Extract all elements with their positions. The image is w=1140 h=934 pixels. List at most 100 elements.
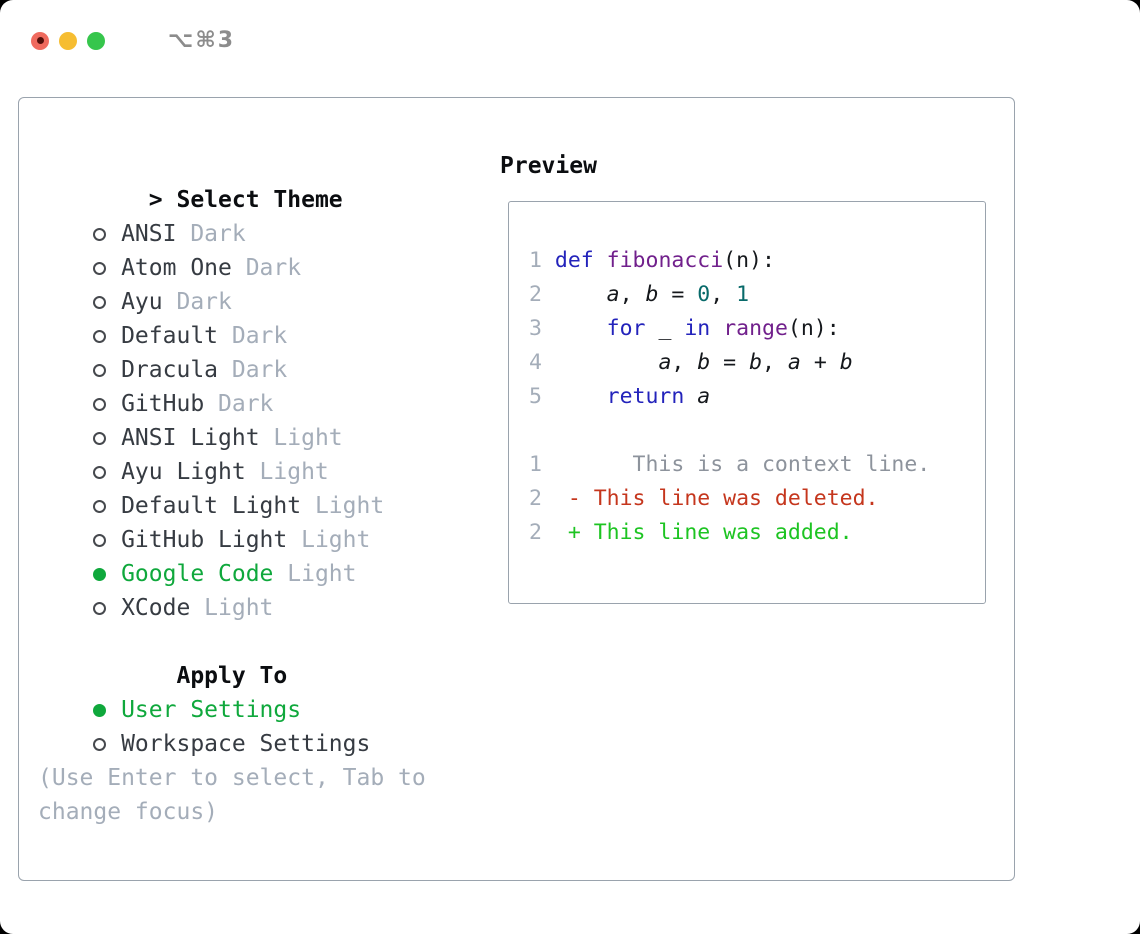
select-theme-title: Select Theme <box>176 187 343 213</box>
preview-line-6 <box>529 414 985 448</box>
radio-icon <box>93 465 107 479</box>
radio-icon <box>93 737 107 751</box>
preview-title: Preview <box>500 153 597 179</box>
maximize-button[interactable] <box>87 31 105 50</box>
theme-item-label: ANSI Light <box>121 425 260 451</box>
theme-item-label: Google Code <box>121 561 274 587</box>
theme-item-github[interactable]: GitHub Dark <box>38 353 426 417</box>
theme-item-label: Atom One <box>121 255 232 281</box>
radio-icon <box>93 363 107 377</box>
code-segment-lit: 0 <box>697 282 711 307</box>
code-segment-var: b <box>839 350 853 375</box>
radio-icon <box>93 397 107 411</box>
line-number: 1 <box>529 248 542 273</box>
code-segment-var: a <box>606 282 620 307</box>
apply-option-workspace-settings[interactable]: Workspace Settings <box>38 693 426 757</box>
theme-item-ansi-light[interactable]: ANSI Light Light <box>38 387 426 451</box>
radio-icon <box>93 567 107 581</box>
code-segment-pln: _ <box>645 316 685 341</box>
code-segment-pln: = <box>658 282 698 307</box>
preview-line-9: 2 + This line was added. <box>529 516 985 550</box>
code-segment-var: a <box>697 384 711 409</box>
apply-to-header: Apply To <box>38 625 426 689</box>
theme-item-variant: Light <box>204 595 274 621</box>
line-number: 3 <box>529 316 542 341</box>
code-segment-var: b <box>749 350 763 375</box>
code-segment-pln <box>555 282 607 307</box>
theme-item-variant: Light <box>259 459 329 485</box>
theme-item-variant: Light <box>287 561 357 587</box>
preview-line-5: 5 return a <box>529 380 985 414</box>
theme-item-variant: Dark <box>231 357 288 383</box>
code-segment-var: b <box>645 282 659 307</box>
theme-item-variant: Dark <box>190 221 246 247</box>
code-segment-pln: (n): <box>723 248 775 273</box>
apply-to-options: User Settings Workspace Settings <box>38 659 426 757</box>
apply-to-title: Apply To <box>176 663 288 689</box>
code-segment-var: a <box>787 350 801 375</box>
theme-item-label: XCode <box>121 595 191 621</box>
theme-item-label: Ayu <box>121 289 163 315</box>
code-segment-pln <box>555 384 607 409</box>
theme-item-google-code[interactable]: Google Code Light <box>38 523 426 587</box>
theme-item-github-light[interactable]: GitHub Light Light <box>38 489 426 553</box>
help-text-line-1: (Use Enter to select, Tab to <box>38 765 426 791</box>
line-number: 1 <box>529 452 542 477</box>
radio-icon <box>93 227 107 241</box>
preview-line-8: 2 - This line was deleted. <box>529 482 985 516</box>
close-button[interactable] <box>31 31 49 50</box>
theme-item-ayu[interactable]: Ayu Dark <box>38 251 426 315</box>
code-segment-var: b <box>697 350 711 375</box>
code-segment-pln: , <box>619 282 646 307</box>
theme-item-variant: Light <box>314 493 385 519</box>
radio-icon <box>93 703 107 717</box>
code-segment-pln: (n): <box>787 316 840 341</box>
theme-item-ayu-light[interactable]: Ayu Light Light <box>38 421 426 485</box>
code-segment-var: a <box>658 350 672 375</box>
preview-line-4: 4 a, b = b, a + b <box>529 346 985 380</box>
radio-icon <box>93 295 107 309</box>
theme-item-ansi[interactable]: ANSI Dark <box>38 183 426 247</box>
theme-item-variant: Light <box>273 425 343 451</box>
radio-icon <box>93 499 107 513</box>
theme-item-xcode[interactable]: XCode Light <box>38 557 426 621</box>
code-segment-lit: 1 <box>736 282 750 307</box>
line-number: 4 <box>529 350 542 375</box>
code-segment-kw: def <box>554 248 594 273</box>
code-segment-ctx: This is a context line. <box>554 452 931 477</box>
code-segment-pln <box>710 316 723 341</box>
theme-item-label: Default <box>121 323 219 349</box>
theme-item-variant: Dark <box>218 391 274 417</box>
code-segment-kw: return <box>606 384 685 409</box>
theme-item-dracula[interactable]: Dracula Dark <box>38 319 426 383</box>
theme-item-label: Ayu Light <box>121 459 246 485</box>
code-segment-pln: , <box>762 350 788 375</box>
theme-item-label: Dracula <box>121 357 219 383</box>
code-segment-pln <box>594 248 607 273</box>
theme-item-variant: Dark <box>245 255 302 281</box>
code-segment-pln <box>684 384 697 409</box>
radio-icon <box>93 533 107 547</box>
theme-item-label: ANSI <box>121 221 177 247</box>
minimize-button[interactable] <box>59 31 77 50</box>
theme-item-label: GitHub <box>121 391 205 417</box>
line-number: 2 <box>529 520 542 545</box>
theme-item-atom-one[interactable]: Atom One Dark <box>38 217 426 281</box>
line-number: 5 <box>529 384 542 409</box>
radio-icon <box>93 261 107 275</box>
theme-item-label: GitHub Light <box>121 527 288 553</box>
apply-option-user-settings[interactable]: User Settings <box>38 659 426 723</box>
window-title: ⌥⌘3 <box>168 28 236 53</box>
apply-to-indent <box>149 659 177 693</box>
code-segment-fn: range <box>723 316 788 341</box>
prompt-icon: > <box>148 187 163 213</box>
theme-item-variant: Light <box>301 527 371 553</box>
code-segment-pln <box>555 350 659 375</box>
